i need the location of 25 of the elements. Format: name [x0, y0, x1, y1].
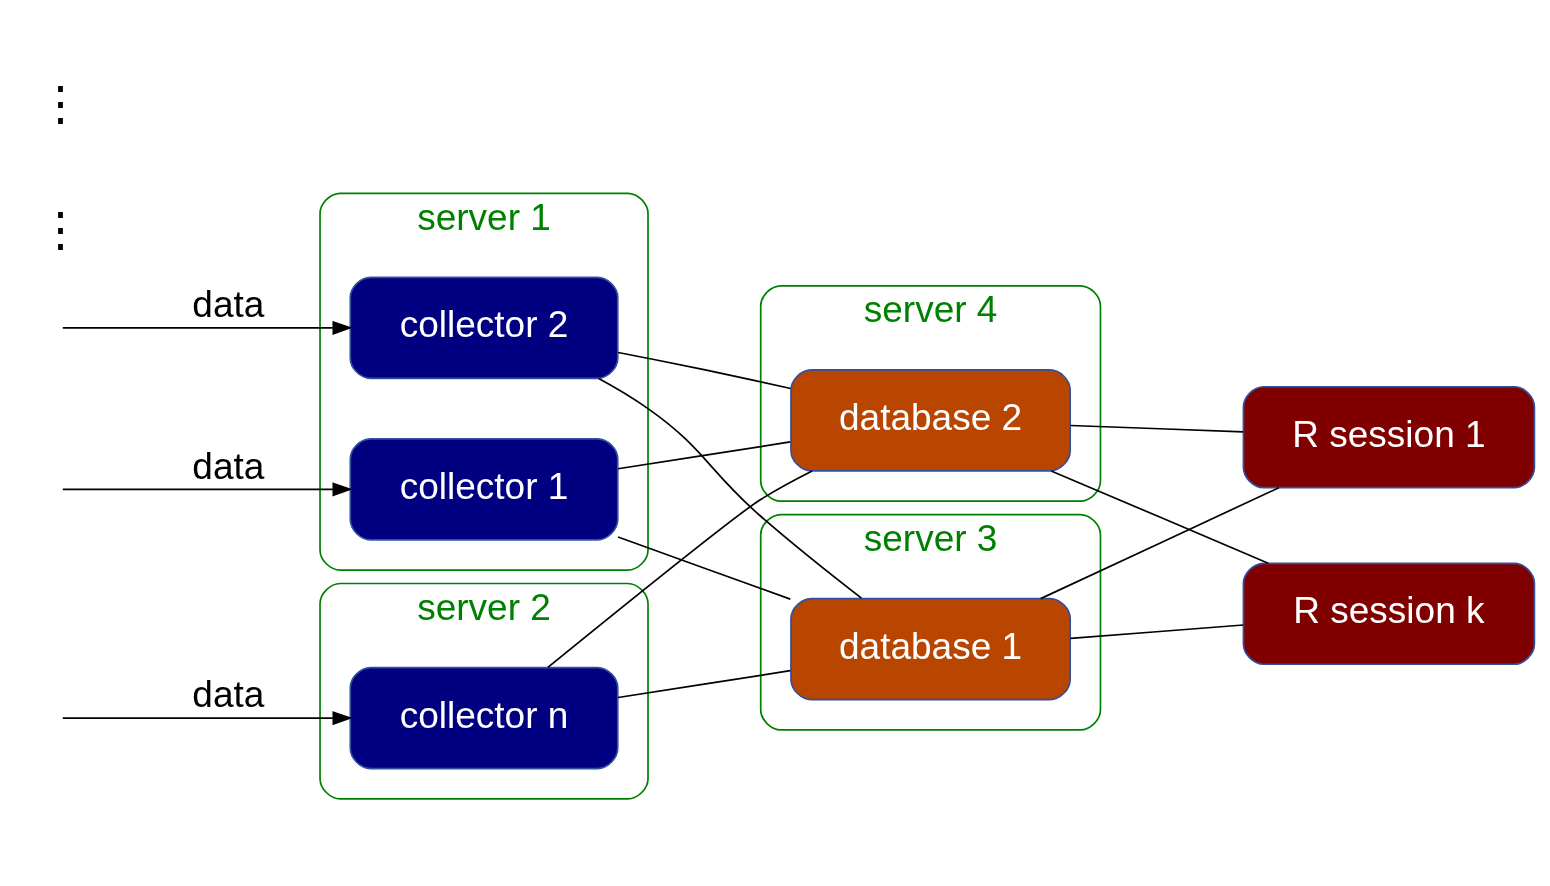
- node-box: database 2: [790, 368, 1072, 472]
- connector: [617, 669, 792, 698]
- connector: [597, 377, 863, 599]
- node-box: collector n: [349, 666, 619, 769]
- node-box: collector 2: [349, 276, 619, 379]
- arrow: [61, 710, 353, 725]
- node-box: collector 1: [349, 437, 619, 541]
- node-box: R session k: [1242, 562, 1536, 665]
- node-box: R session 1: [1242, 385, 1536, 488]
- arrow: [61, 320, 353, 335]
- arrow: [61, 481, 353, 496]
- edge-label: data: [192, 445, 265, 487]
- node-box: database 1: [790, 597, 1072, 700]
- connector: [617, 351, 792, 389]
- connector: [1050, 469, 1270, 564]
- connector: [547, 469, 813, 668]
- edge-label: data: [192, 283, 265, 325]
- edge-label: data: [192, 673, 265, 715]
- connector: [617, 440, 792, 470]
- label: ⋮: [37, 75, 85, 129]
- label: ⋮: [37, 201, 85, 255]
- connector: [617, 535, 792, 600]
- connector: [1069, 424, 1245, 433]
- connector: [1069, 623, 1245, 639]
- connector: [1039, 486, 1280, 599]
